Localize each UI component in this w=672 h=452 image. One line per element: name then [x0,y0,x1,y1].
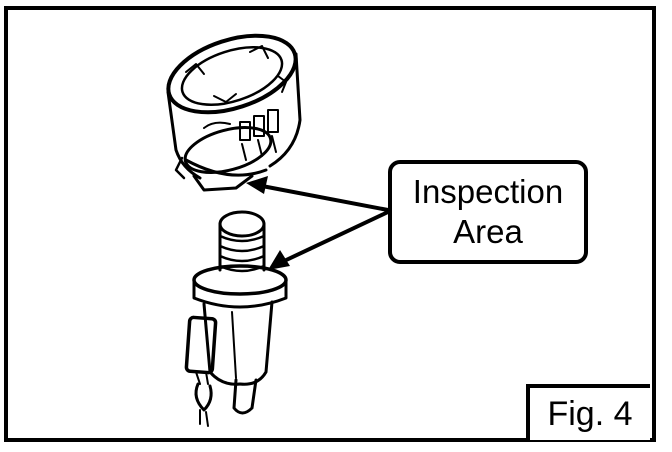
lamp-housing [166,33,302,192]
callout-line-1: Inspection [412,173,564,210]
arrowheads [246,176,290,270]
pointer-arrows [260,184,390,264]
bulb-socket-assembly [184,210,288,427]
callout-line-2: Area [453,213,523,250]
arrowhead-housing [246,176,268,194]
arrow-to-housing [260,184,390,212]
arrowhead-socket [268,250,290,270]
arrow-to-socket [280,210,390,264]
inspection-area-callout: Inspection Area [388,160,588,264]
figure-label: Fig. 4 [526,384,650,440]
